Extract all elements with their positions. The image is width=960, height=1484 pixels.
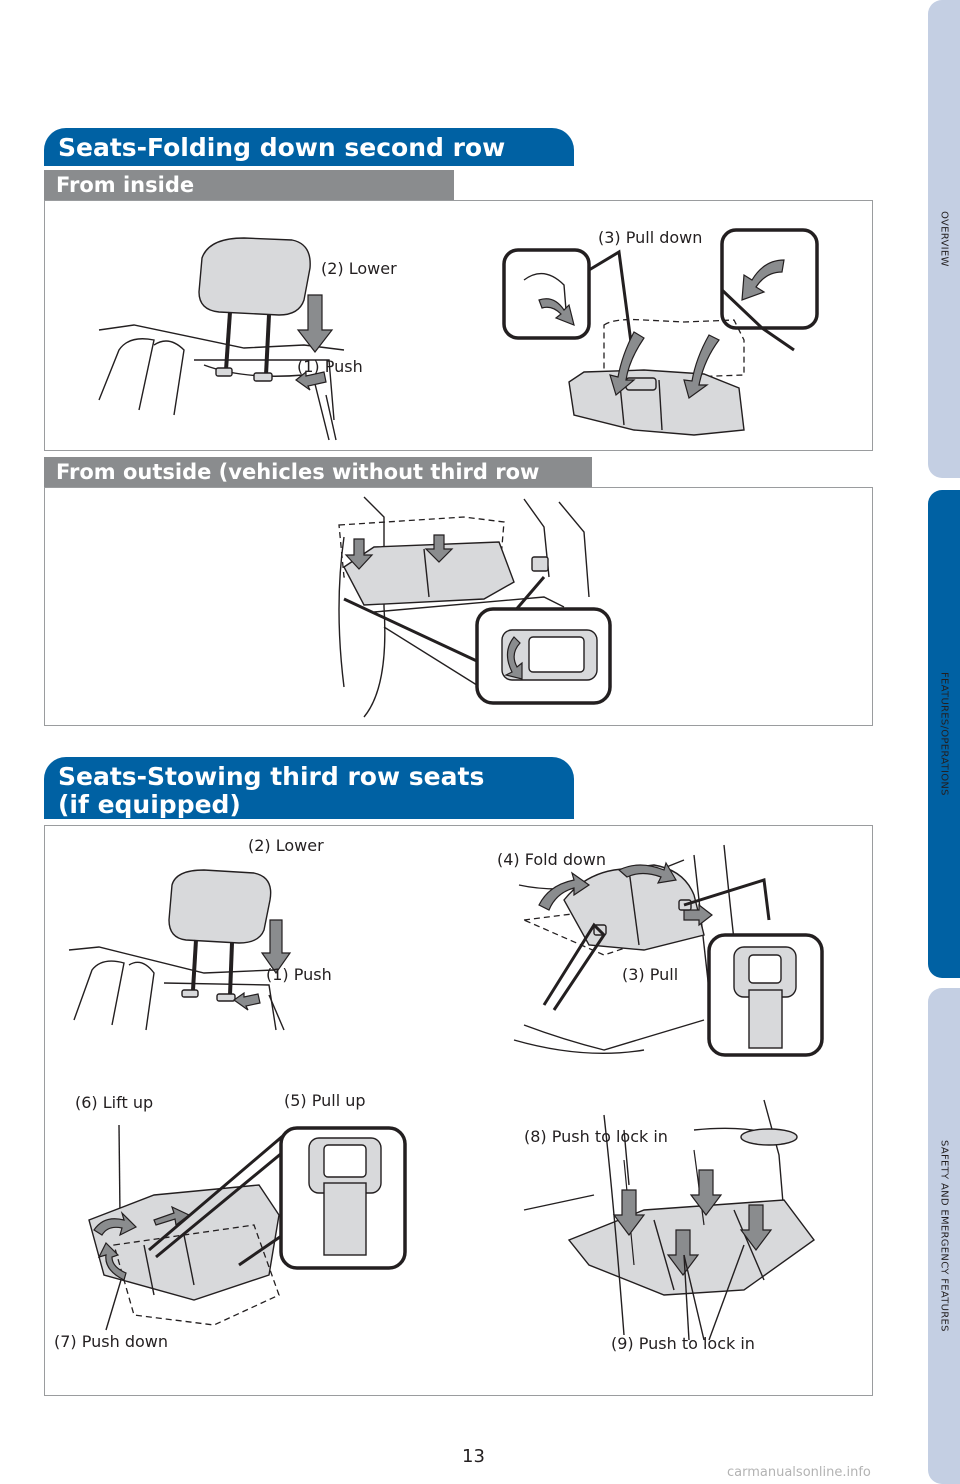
label-third-lower: (2) Lower xyxy=(248,836,324,855)
subheading-from-outside: From outside (vehicles without third row… xyxy=(44,457,592,514)
section2-title-line2: (if equipped) xyxy=(58,790,241,819)
section2-title-line1: Seats-Stowing third row seats xyxy=(58,762,485,791)
tab-safety[interactable] xyxy=(928,988,960,1484)
label-inside-lower: (2) Lower xyxy=(321,259,397,278)
tab-features-operations[interactable] xyxy=(928,490,960,978)
second-row-fold-illustration xyxy=(502,228,819,436)
headrest-illustration xyxy=(98,237,345,441)
tab-safety-label-wrap: SAFETY AND EMERGENCY FEATURES xyxy=(928,988,960,1484)
label-third-push: (1) Push xyxy=(266,965,332,984)
label-push-to-lock-8: (8) Push to lock in xyxy=(524,1127,668,1146)
label-pull-up: (5) Pull up xyxy=(284,1091,366,1110)
third-row-headrest-illustration xyxy=(68,869,292,1031)
tab-overview-label-wrap: OVERVIEW xyxy=(928,0,960,478)
section-title-stowing-third-row: Seats-Stowing third row seats (if equipp… xyxy=(44,757,574,819)
label-inside-pull-down: (3) Pull down xyxy=(598,228,703,247)
label-fold-down: (4) Fold down xyxy=(497,850,607,869)
tab-overview-label: OVERVIEW xyxy=(938,211,950,267)
label-push-to-lock-9: (9) Push to lock in xyxy=(611,1334,755,1353)
subheading-from-inside: From inside xyxy=(44,170,454,200)
label-inside-push: (1) Push xyxy=(297,357,363,376)
panel-from-outside xyxy=(44,487,873,726)
from-inside-text: From inside xyxy=(56,173,195,197)
tab-features-label-wrap: FEATURES/OPERATIONS xyxy=(928,490,960,978)
label-pull: (3) Pull xyxy=(622,965,679,984)
third-row-lift-illustration xyxy=(88,1124,407,1331)
label-lift-up: (6) Lift up xyxy=(75,1093,154,1112)
cargo-area-illustration xyxy=(338,496,612,718)
watermark: carmanualsonline.info xyxy=(727,1465,871,1480)
section-title-folding-second-row: Seats-Folding down second row seats xyxy=(44,128,574,202)
label-push-down: (7) Push down xyxy=(54,1332,168,1351)
tab-features-label: FEATURES/OPERATIONS xyxy=(938,672,950,796)
third-row-lock-illustration xyxy=(523,1099,815,1341)
tab-overview[interactable] xyxy=(928,0,960,478)
third-row-fold-illustration xyxy=(513,844,824,1057)
tab-safety-label: SAFETY AND EMERGENCY FEATURES xyxy=(938,1140,950,1332)
page-number: 13 xyxy=(462,1446,485,1467)
